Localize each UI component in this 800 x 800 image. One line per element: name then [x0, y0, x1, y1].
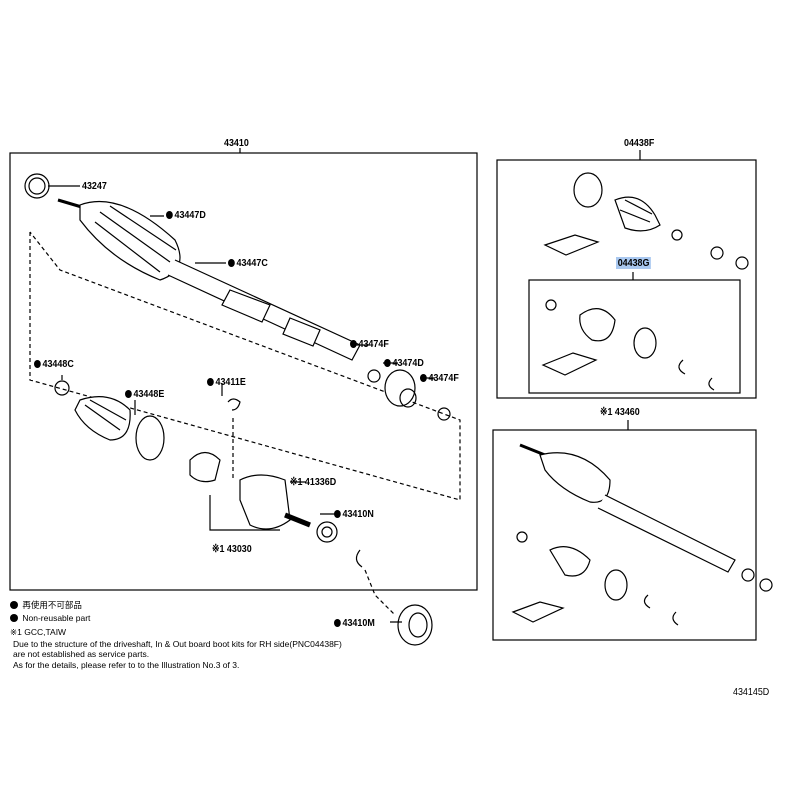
non-reusable-icon: [34, 360, 41, 368]
label-43410N[interactable]: 43410N: [334, 508, 374, 520]
part-number: ※1 41336D: [290, 476, 337, 488]
part-number: 43448C: [42, 358, 74, 370]
part-number: 43474D: [392, 357, 424, 369]
label-43448E[interactable]: 43448E: [125, 388, 164, 400]
label-43247[interactable]: 43247: [82, 180, 107, 192]
part-number: 43411E: [215, 376, 246, 388]
inboard-parts-drawing: [54, 380, 433, 646]
non-reusable-icon: [207, 378, 214, 386]
driveshaft-drawing: [24, 173, 451, 421]
label-41336D[interactable]: ※1 41336D: [290, 476, 336, 488]
footnote-mark: ※1 GCC,TAIW: [10, 627, 67, 637]
part-number: 43448E: [133, 388, 165, 400]
non-reusable-icon: [334, 619, 341, 627]
dashed-group-outline: [29, 231, 461, 501]
label-43474D[interactable]: 43474D: [384, 357, 424, 369]
kit-04438G-box: [528, 279, 741, 394]
illustration-id: 434145D: [733, 686, 770, 698]
part-number: 43410M: [342, 617, 375, 629]
label-43410M[interactable]: 43410M: [334, 617, 375, 629]
non-reusable-icon: [228, 259, 235, 267]
non-reusable-icon: [166, 211, 173, 219]
non-reusable-icon: [420, 374, 427, 382]
part-number: ※1 43030: [212, 543, 252, 555]
label-43410[interactable]: 43410: [224, 137, 249, 149]
label-43030[interactable]: ※1 43030: [212, 543, 252, 555]
footnote-line-1: Due to the structure of the driveshaft, …: [13, 639, 342, 649]
legend-en: Non-reusable part: [10, 613, 90, 624]
non-reusable-icon: [334, 510, 341, 518]
assembly-43460-box: [492, 429, 757, 641]
non-reusable-icon: [10, 601, 18, 609]
part-number: 43447C: [236, 257, 268, 269]
part-number: 43474F: [428, 372, 459, 384]
legend-en-text: Non-reusable part: [22, 613, 91, 623]
non-reusable-icon: [10, 614, 18, 622]
label-43474F-b[interactable]: 43474F: [420, 372, 459, 384]
kit-04438F-box: [496, 159, 757, 399]
assembly-43460-drawing: [511, 443, 773, 626]
label-43447C[interactable]: 43447C: [228, 257, 268, 269]
non-reusable-icon: [350, 340, 357, 348]
label-04438G[interactable]: 04438G: [616, 257, 652, 269]
footnote-line-3: As for the details, please refer to to t…: [13, 660, 240, 670]
legend-jp: 再使用不可部品: [10, 600, 82, 611]
legend-jp-text: 再使用不可部品: [22, 600, 82, 610]
part-number: 43447D: [174, 209, 206, 221]
non-reusable-icon: [384, 359, 391, 367]
non-reusable-icon: [125, 390, 132, 398]
part-number: 43474F: [358, 338, 389, 350]
label-43448C[interactable]: 43448C: [34, 358, 74, 370]
label-43447D[interactable]: 43447D: [166, 209, 206, 221]
label-43411E[interactable]: 43411E: [207, 376, 246, 388]
kit-parts-drawing: [541, 172, 749, 391]
label-43460[interactable]: ※1 43460: [600, 406, 640, 418]
part-number: 43410N: [342, 508, 374, 520]
footnote-line-2: are not established as service parts.: [13, 649, 150, 659]
label-43474F-a[interactable]: 43474F: [350, 338, 389, 350]
label-04438F[interactable]: 04438F: [624, 137, 655, 149]
main-assembly-box: [9, 152, 478, 591]
